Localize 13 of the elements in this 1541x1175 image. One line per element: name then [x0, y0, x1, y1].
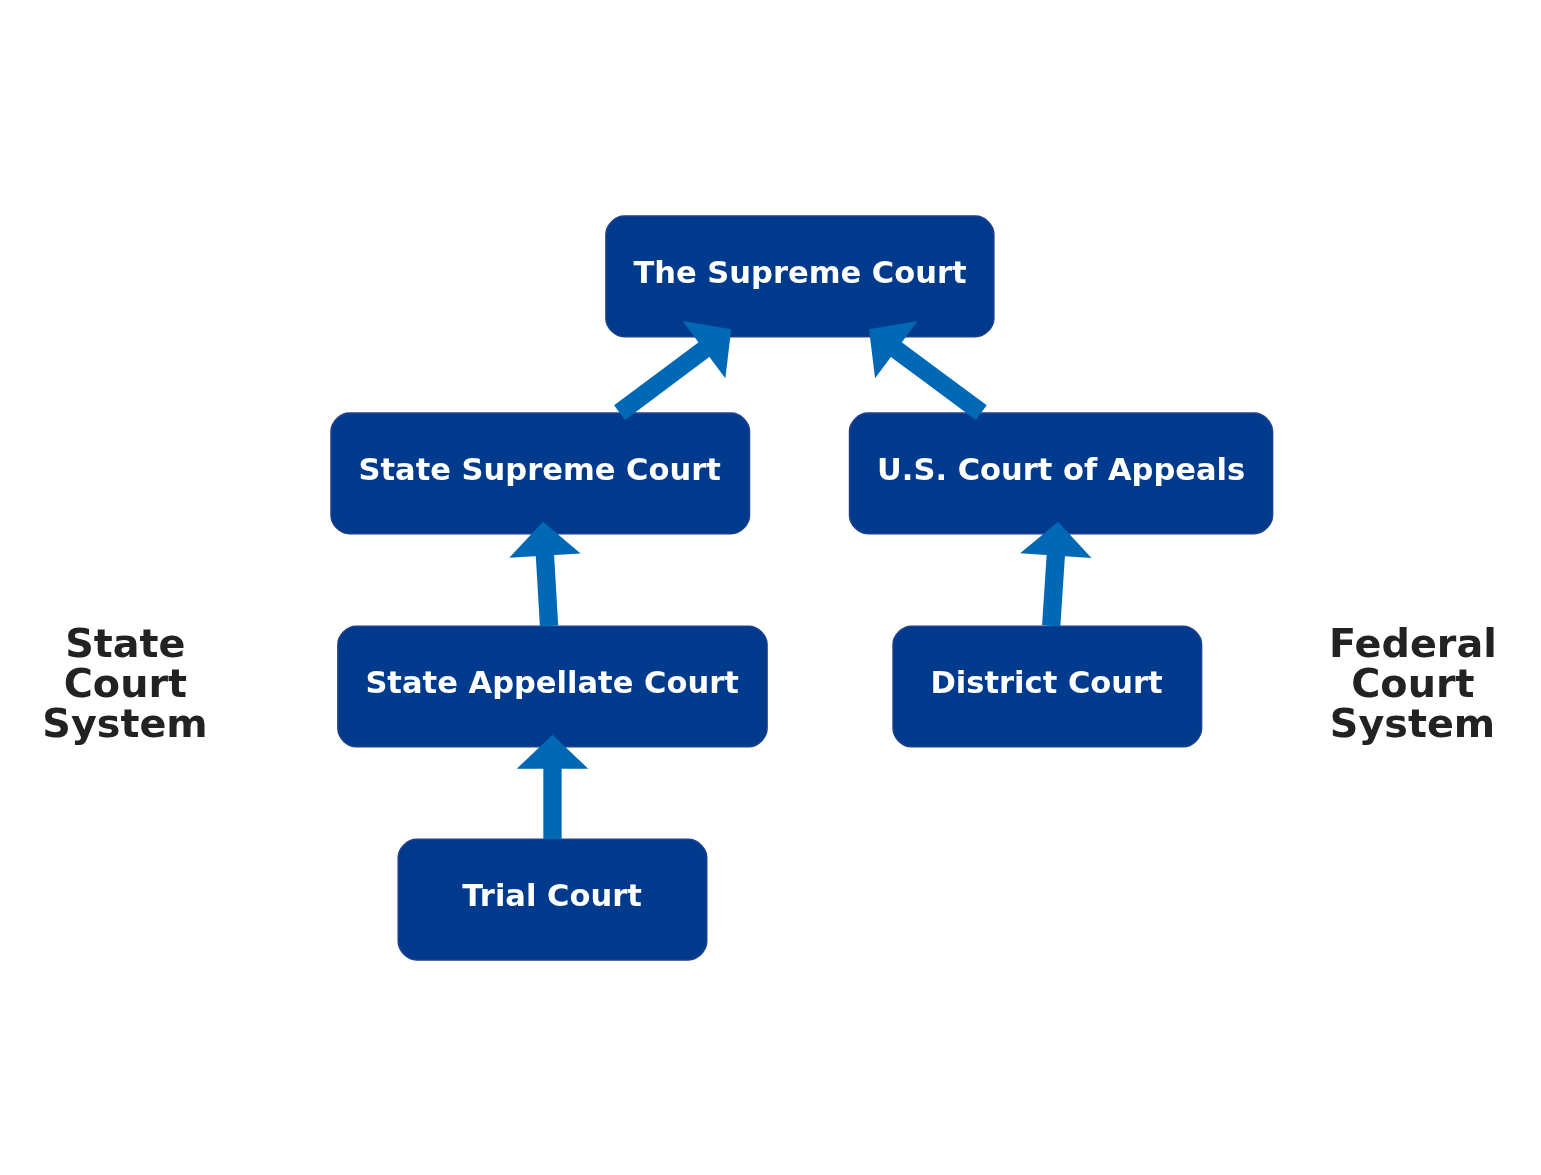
- arrow: [516, 734, 589, 839]
- arrow: [509, 521, 581, 626]
- arrow: [1020, 521, 1092, 627]
- arrow: [869, 320, 987, 420]
- node-box: U.S. Court of Appeals: [848, 411, 1274, 535]
- node-box: State Supreme Court: [330, 411, 751, 535]
- label: Federal Court System: [1329, 619, 1497, 746]
- arrow: [614, 320, 732, 420]
- node-box: State Appellate Court: [337, 624, 768, 748]
- node-box: The Supreme Court: [605, 214, 995, 338]
- label: State Court System: [42, 619, 208, 746]
- node-box: Trial Court: [397, 837, 708, 961]
- node-box: District Court: [892, 624, 1203, 748]
